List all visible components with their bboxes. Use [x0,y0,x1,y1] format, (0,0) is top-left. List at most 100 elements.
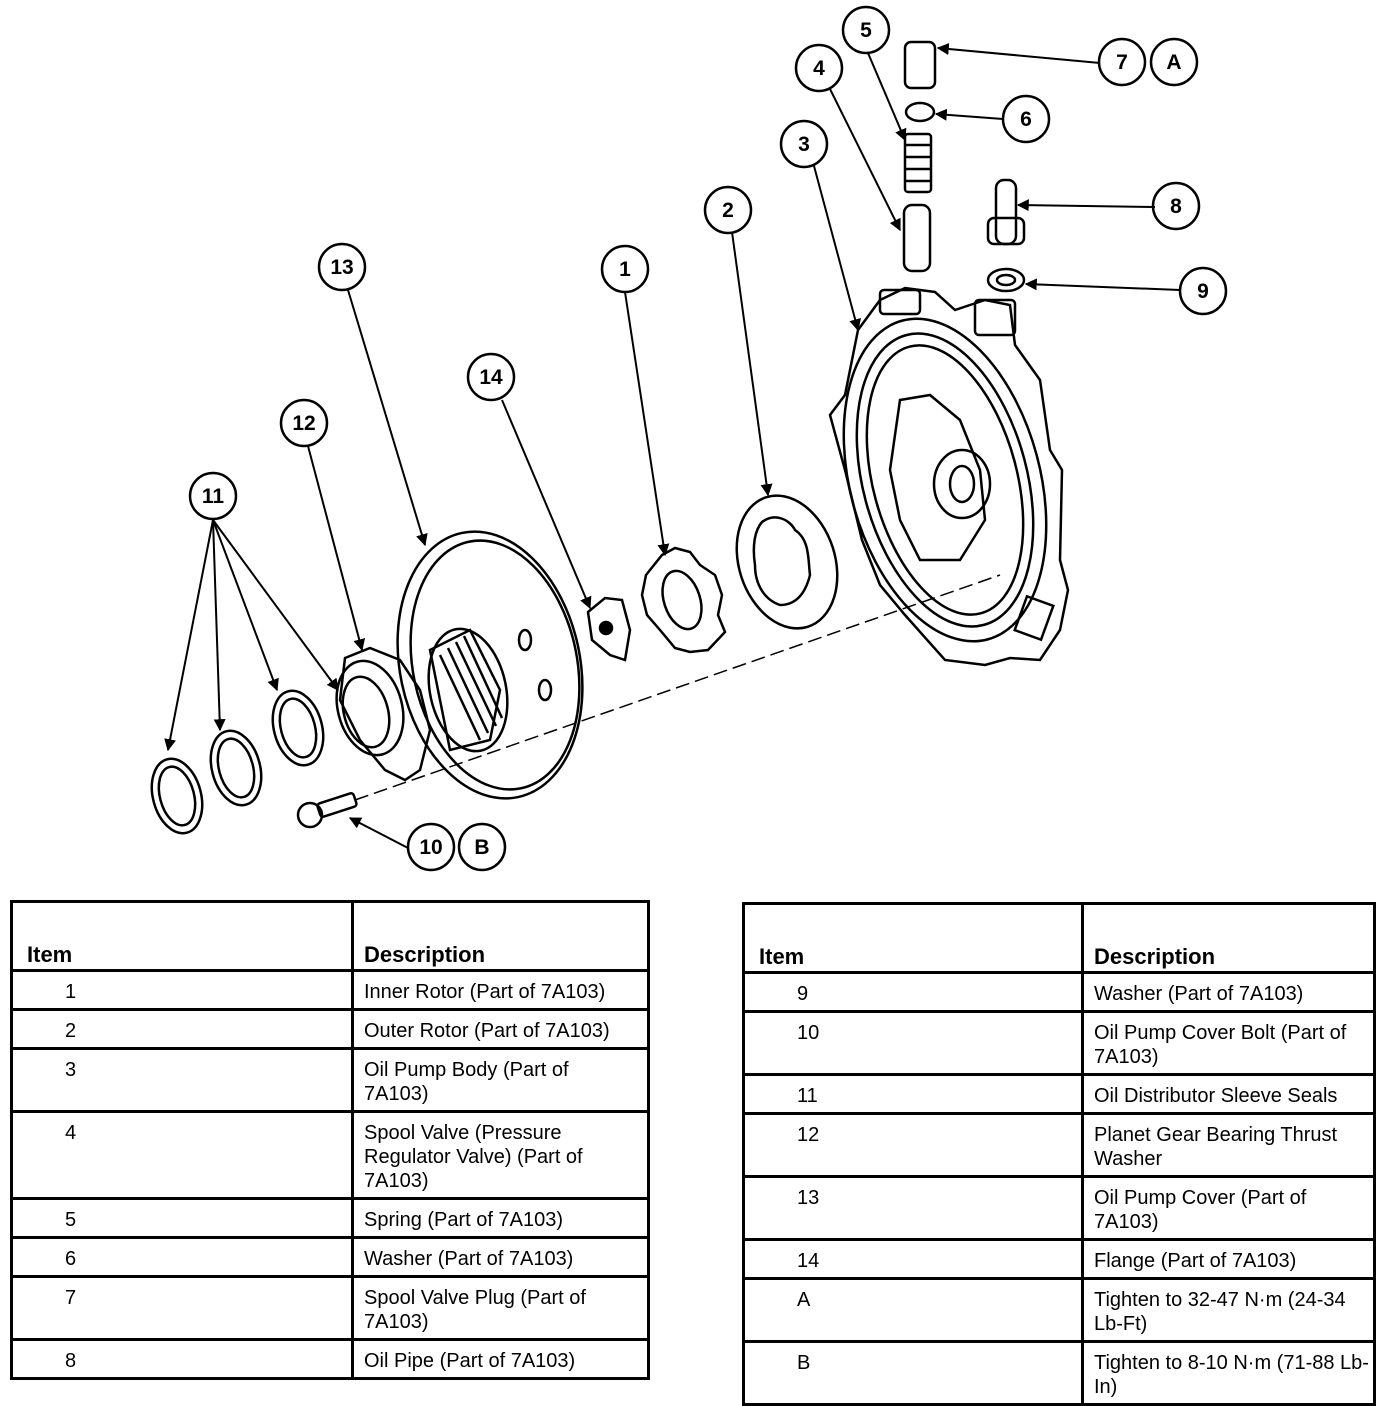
item-header: Item [742,902,1084,974]
svg-text:3: 3 [798,133,810,156]
svg-text:4: 4 [813,57,825,80]
svg-text:1: 1 [619,258,631,281]
exploded-parts-diagram: 1 2 3 4 5 6 7 A 8 9 10 B 11 12 13 14 [150,5,1228,872]
table-header-row: Item Description [742,902,1376,974]
oil-pump-cover-part [396,530,584,800]
item-number: 3 [10,1047,354,1113]
item-number: 9 [742,971,1084,1013]
svg-text:A: A [1166,51,1181,74]
callout-14: 14 [466,352,516,402]
item-description: Inner Rotor (Part of 7A103) [351,969,650,1011]
item-number: 13 [742,1175,1084,1241]
svg-text:14: 14 [479,366,503,389]
item-number: 1 [10,969,354,1011]
item-description: Spool Valve (Pressure Regulator Valve) (… [351,1110,650,1200]
item-description: Washer (Part of 7A103) [1081,971,1376,1013]
svg-text:12: 12 [292,412,315,435]
description-header: Description [1081,902,1376,974]
item-number: 10 [742,1010,1084,1076]
callout-8: 8 [1151,181,1201,231]
callout-10: 10 [406,822,456,872]
inner-rotor-part [640,546,727,654]
item-number: 4 [10,1110,354,1200]
item-description: Tighten to 32-47 N·m (24-34 Lb-Ft) [1081,1277,1376,1343]
item-number: A [742,1277,1084,1343]
thrust-washer-part [335,646,432,782]
callout-12: 12 [279,398,329,448]
item-number: 7 [10,1275,354,1341]
description-header: Description [351,900,650,972]
callout-11: 11 [188,471,238,521]
flange-part [586,596,632,662]
outer-rotor-part [735,494,839,630]
item-number: 2 [10,1008,354,1050]
svg-text:10: 10 [419,836,442,859]
sleeve-seals-part [150,689,325,835]
callout-2: 2 [703,185,753,235]
item-number: 11 [742,1073,1084,1115]
svg-text:9: 9 [1197,280,1209,303]
oil-pump-body-part [828,286,1070,667]
leader-lines [164,43,1181,849]
callout-4: 4 [794,43,844,93]
svg-text:6: 6 [1020,108,1032,131]
item-description: Oil Pipe (Part of 7A103) [351,1338,650,1380]
item-description: Oil Distributor Sleeve Seals [1081,1073,1376,1115]
svg-text:2: 2 [722,199,734,222]
item-number: 12 [742,1112,1084,1178]
svg-text:8: 8 [1170,195,1182,218]
item-description: Planet Gear Bearing Thrust Washer [1081,1112,1376,1178]
item-number: 14 [742,1238,1084,1280]
item-number: 8 [10,1338,354,1380]
svg-text:5: 5 [860,19,872,42]
item-header: Item [10,900,354,972]
spool-valve-stack [902,40,937,273]
oil-pipe-part [986,178,1026,293]
svg-text:11: 11 [202,485,225,508]
item-description: Oil Pump Cover (Part of 7A103) [1081,1175,1376,1241]
item-number: 6 [10,1236,354,1278]
callout-5: 5 [841,5,891,55]
item-description: Washer (Part of 7A103) [351,1236,650,1278]
callout-7: 7 [1097,37,1147,87]
item-description: Spring (Part of 7A103) [351,1197,650,1239]
callout-3: 3 [779,119,829,169]
item-description: Oil Pump Body (Part of 7A103) [351,1047,650,1113]
item-number: 5 [10,1197,354,1239]
callout-13: 13 [317,242,367,292]
callout-1: 1 [600,244,650,294]
svg-text:13: 13 [330,256,353,279]
cover-bolt-part [296,792,358,829]
item-number: B [742,1340,1084,1406]
callout-9: 9 [1178,266,1228,316]
item-description: Outer Rotor (Part of 7A103) [351,1008,650,1050]
item-description: Oil Pump Cover Bolt (Part of 7A103) [1081,1010,1376,1076]
svg-text:7: 7 [1116,51,1128,74]
svg-text:B: B [474,836,489,859]
table-header-row: Item Description [10,900,650,972]
callout-b: B [457,822,507,872]
item-description: Tighten to 8-10 N·m (71-88 Lb-In) [1081,1340,1376,1406]
alignment-line [354,574,1001,801]
callout-a: A [1149,37,1199,87]
callout-6: 6 [1001,94,1051,144]
item-description: Flange (Part of 7A103) [1081,1238,1376,1280]
